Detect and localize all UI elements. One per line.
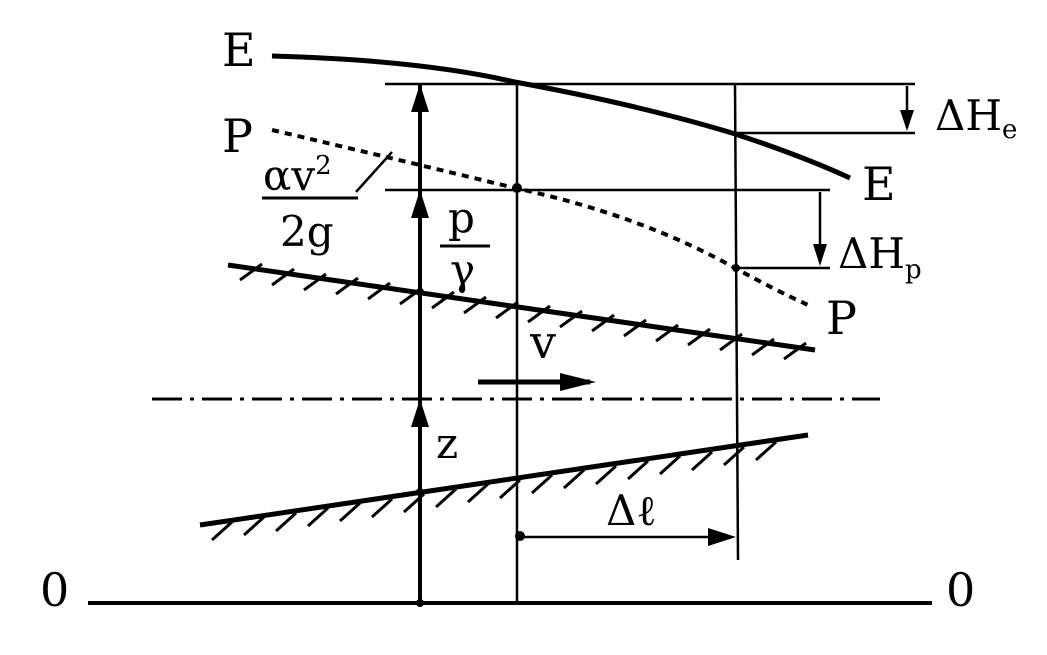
label-datum-right: 0 [946, 563, 975, 617]
section-3-vertical [733, 83, 740, 561]
upper-pipe-wall [227, 262, 816, 353]
velocity-arrow-head [560, 373, 596, 391]
velocity-head-exponent: 2 [315, 151, 332, 181]
node-datum [416, 599, 424, 607]
delta-l-arrow-head [708, 528, 736, 546]
velocity-head-pointer [355, 151, 393, 193]
arrow-head-energy [411, 84, 429, 112]
upper-wall-hatching [239, 262, 807, 361]
delta-he-arrow-head [900, 110, 914, 131]
label-datum-left: 0 [40, 563, 69, 617]
energy-line [271, 53, 852, 181]
lower-wall-hatching [210, 440, 778, 542]
pressure-loss-base: ΔH [838, 229, 905, 278]
pressure-line [271, 128, 809, 307]
node-wall [416, 488, 424, 496]
delta-hp-arrow-head [813, 244, 827, 266]
arrow-head-pressure-top [411, 190, 429, 218]
label-pressure-head-denominator: γ [450, 245, 475, 294]
label-velocity: v [529, 315, 556, 369]
label-delta-length: Δℓ [606, 486, 656, 535]
node-section-2-pressure [512, 183, 522, 193]
node-upper-wall [416, 288, 424, 296]
lower-pipe-wall [199, 432, 809, 528]
label-energy-loss: ΔHe [935, 91, 1017, 145]
pressure-loss-subscript: p [905, 255, 922, 285]
label-velocity-head-denominator: 2g [280, 207, 334, 256]
label-pressure-loss: ΔHp [838, 229, 922, 285]
label-elevation: z [436, 419, 458, 468]
label-pressure-end: P [826, 291, 857, 345]
label-velocity-head-numerator: αv2 [263, 151, 332, 200]
label-energy-start: E [222, 23, 256, 77]
arrow-head-centerline [411, 399, 429, 427]
energy-loss-subscript: e [1002, 115, 1017, 145]
label-pressure-start: P [222, 109, 253, 163]
label-energy-end: E [862, 157, 896, 211]
energy-loss-base: ΔH [935, 91, 1002, 140]
velocity-head-base: αv [263, 151, 315, 200]
label-pressure-head-numerator: p [448, 193, 475, 242]
